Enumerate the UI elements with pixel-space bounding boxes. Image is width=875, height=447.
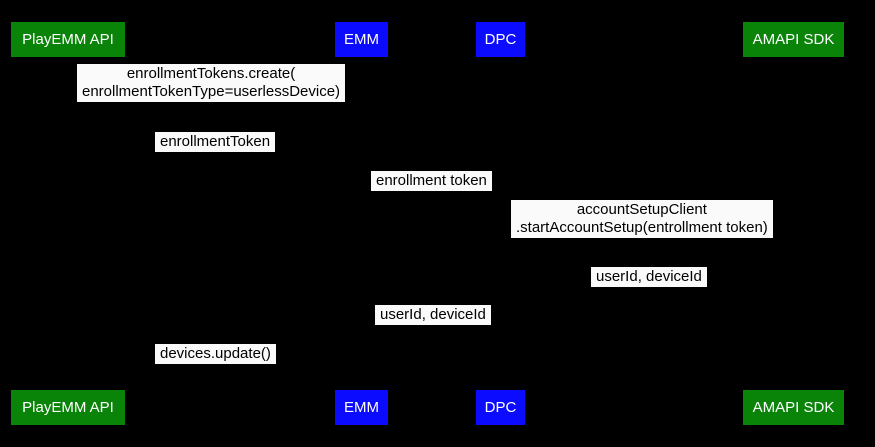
actor-box-emm-top: EMM: [335, 22, 388, 57]
actor-box-dpc-top: DPC: [476, 22, 525, 57]
message-line: enrollmentTokens.create(: [126, 65, 296, 82]
message-line: userId, deviceId: [380, 306, 486, 323]
message-line: accountSetupClient: [576, 201, 707, 218]
lifeline-emm: [361, 57, 362, 390]
message-userid-deviceid-from-sdk: userId, deviceId: [591, 267, 707, 287]
actor-label: EMM: [344, 399, 379, 416]
actor-box-amapi-sdk-top: AMAPI SDK: [743, 22, 844, 57]
actor-label: DPC: [484, 31, 517, 48]
message-line: enrollmentTokenType=userlessDevice): [82, 83, 341, 100]
message-line: .startAccountSetup(entrollment token): [516, 219, 768, 236]
actor-box-dpc-bottom: DPC: [476, 390, 525, 425]
message-line: devices.update(): [160, 345, 271, 362]
actor-box-playemm-api-top: PlayEMM API: [11, 22, 125, 57]
actor-label: DPC: [484, 399, 517, 416]
message-line: userId, deviceId: [596, 268, 702, 285]
message-start-account-setup: accountSetupClient .startAccountSetup(en…: [511, 200, 773, 238]
actor-label: PlayEMM API: [22, 399, 114, 416]
lifeline-playemm-api: [68, 57, 69, 390]
lifeline-dpc: [500, 57, 501, 390]
actor-label: AMAPI SDK: [752, 399, 835, 416]
lifeline-amapi-sdk: [793, 57, 794, 390]
message-enrollment-token-return: enrollmentToken: [155, 132, 276, 152]
message-devices-update: devices.update(): [155, 344, 276, 364]
actor-label: PlayEMM API: [22, 31, 114, 48]
actor-label: AMAPI SDK: [752, 31, 835, 48]
actor-box-playemm-api-bottom: PlayEMM API: [11, 390, 125, 425]
message-line: enrollmentToken: [160, 133, 271, 150]
message-enrollment-token-to-dpc: enrollment token: [371, 171, 492, 191]
message-enrollment-tokens-create: enrollmentTokens.create( enrollmentToken…: [77, 64, 346, 102]
message-userid-deviceid-to-emm: userId, deviceId: [375, 305, 491, 325]
actor-box-emm-bottom: EMM: [335, 390, 388, 425]
actor-label: EMM: [344, 31, 379, 48]
message-line: enrollment token: [376, 172, 487, 189]
actor-box-amapi-sdk-bottom: AMAPI SDK: [743, 390, 844, 425]
